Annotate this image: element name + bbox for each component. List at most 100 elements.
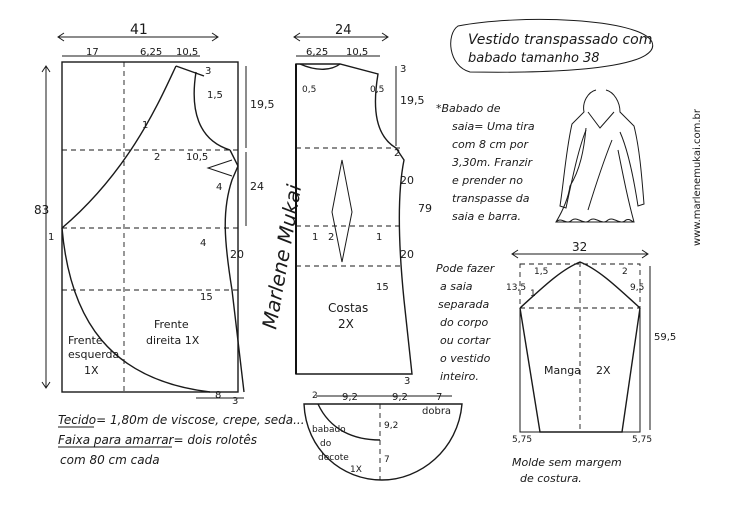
back-v-2: 2: [394, 148, 400, 159]
sleeve-left-bottom: 5,75: [512, 435, 532, 445]
collar-w1: 9,2: [342, 392, 358, 403]
ruffle-line-4: 3,30m. Franzir: [452, 156, 534, 169]
collar-fold: dobra: [422, 406, 451, 417]
separate-skirt-note: Pode fazer a saia separada do corpo ou c…: [436, 262, 496, 383]
ruffle-line-6: transpasse da: [452, 192, 530, 205]
margin-line-2: de costura.: [520, 472, 582, 485]
sleeve-right-bottom: 5,75: [632, 435, 652, 445]
sleeve-v-13-5: 13,5: [506, 283, 526, 293]
front-v-20: 20: [230, 248, 244, 261]
website-vertical: www.marlenemukai.com.br: [692, 108, 703, 246]
sep-line-6: o vestido: [440, 352, 491, 365]
back-label-1: Costas: [328, 301, 368, 315]
back-v-20b: 20: [400, 248, 414, 261]
sleeve-top-width: 32: [572, 240, 587, 254]
front-left-label-3: 1X: [84, 364, 99, 377]
back-n3b: 3: [404, 376, 410, 387]
sleeve-pattern: 32 13,5 59,5 1,5 2 9,5 1 5,75 5,75 Manga…: [506, 240, 676, 445]
front-length: 83: [34, 203, 49, 217]
fabric-note: Tecido= 1,80m de viscose, crepe, seda...…: [58, 413, 305, 467]
back-pattern: 24 6,25 10,5 0,5 0,5 19,5 3 2 20 79 20 1…: [293, 23, 432, 387]
front-n4a: 4: [216, 182, 222, 193]
ruffle-note: *Babado de saia= Uma tira com 8 cm por 3…: [436, 102, 535, 223]
front-seg-a: 17: [86, 47, 99, 58]
front-n8: 8: [215, 390, 221, 401]
sleeve-n9-5: 9,5: [630, 283, 644, 293]
back-v-3: 3: [400, 64, 406, 75]
front-top-width: 41: [130, 22, 148, 38]
title-line-1: Vestido transpassado com: [468, 32, 652, 48]
dress-illustration: [555, 89, 645, 223]
front-n4b: 4: [200, 238, 206, 249]
margin-line-1: Molde sem margem: [512, 456, 622, 469]
front-h-10-5: 10,5: [186, 152, 208, 163]
neck-ruffle-pattern: 2 9,2 9,2 7 dobra 9,2 7 babado do decote…: [303, 391, 463, 481]
ruffle-line-2: saia= Uma tira: [452, 120, 535, 133]
title-block: Vestido transpassado com babado tamanho …: [450, 18, 654, 73]
sleeve-n1-5: 1,5: [534, 267, 548, 277]
collar-v-9-2: 9,2: [384, 421, 398, 431]
back-v-20a: 20: [400, 174, 414, 187]
front-v-1-5: 1,5: [207, 90, 223, 101]
fabric-line-3: com 80 cm cada: [60, 453, 160, 467]
collar-label-3: decote: [318, 453, 349, 463]
front-outline: [61, 61, 239, 393]
front-pattern: 41 17 6,25 10,5 83 3 1,5 19,5 10,5 2: [34, 22, 275, 407]
back-n1a: 1: [312, 232, 318, 243]
ruffle-line-1: *Babado de: [436, 102, 501, 115]
sleeve-label-2: 2X: [596, 364, 611, 377]
sep-line-2: a saia: [440, 280, 473, 293]
collar-label-1: babado: [312, 425, 346, 435]
back-top-width: 24: [335, 23, 352, 38]
website-text: www.marlenemukai.com.br: [692, 108, 703, 246]
front-seg-b: 6,25: [140, 47, 162, 58]
fabric-line-2: Faixa para amarrar= dois rolotês: [58, 433, 257, 447]
back-v-15: 15: [376, 282, 389, 293]
front-v-19-5: 19,5: [250, 98, 275, 111]
front-left-label-1: Frente: [68, 334, 103, 347]
designer-signature: Marlene Mukai: [257, 182, 306, 331]
front-right-label-1: Frente: [154, 318, 189, 331]
front-n3b: 3: [232, 396, 238, 407]
sep-line-3: separada: [438, 298, 489, 311]
sleeve-label-1: Manga: [544, 364, 581, 377]
back-v-79: 79: [418, 202, 432, 215]
front-n2: 2: [154, 152, 160, 163]
back-seg-a: 6,25: [306, 47, 328, 58]
signature-text: Marlene Mukai: [257, 182, 306, 331]
collar-n2: 2: [312, 391, 318, 401]
front-n1: 1: [142, 120, 148, 131]
title-line-2: babado tamanho 38: [468, 51, 600, 66]
sep-line-1: Pode fazer: [436, 262, 496, 275]
sleeve-n1: 1: [530, 289, 536, 299]
front-v-24: 24: [250, 180, 264, 193]
collar-n7: 7: [436, 392, 442, 403]
collar-label-2: do: [320, 439, 332, 449]
fabric-line-1: Tecido= 1,80m de viscose, crepe, seda...: [58, 413, 305, 427]
back-label-2: 2X: [338, 317, 354, 331]
back-outline: [295, 63, 413, 375]
back-v-0-5b: 0,5: [370, 85, 384, 95]
front-left-n1: 1: [48, 232, 54, 243]
front-right-label-2: direita 1X: [146, 334, 200, 347]
sep-line-5: ou cortar: [440, 334, 492, 347]
ruffle-line-3: com 8 cm por: [452, 138, 529, 151]
collar-label-4: 1X: [350, 465, 362, 475]
collar-v-7: 7: [384, 455, 390, 465]
back-n2: 2: [328, 232, 334, 243]
front-v-15: 15: [200, 292, 213, 303]
collar-w2: 9,2: [392, 392, 408, 403]
sleeve-v-59-5: 59,5: [654, 332, 676, 343]
front-seg-c: 10,5: [176, 47, 198, 58]
back-n1b: 1: [376, 232, 382, 243]
back-v-19-5: 19,5: [400, 94, 425, 107]
sleeve-n2: 2: [622, 267, 628, 277]
sep-line-7: inteiro.: [440, 370, 479, 383]
ruffle-line-7: saia e barra.: [452, 210, 521, 223]
front-left-label-2: esquerda: [68, 348, 119, 361]
no-seam-allowance-note: Molde sem margem de costura.: [512, 456, 622, 485]
back-v-0-5a: 0,5: [302, 85, 316, 95]
back-seg-b: 10,5: [346, 47, 368, 58]
ruffle-line-5: e prender no: [452, 174, 523, 187]
